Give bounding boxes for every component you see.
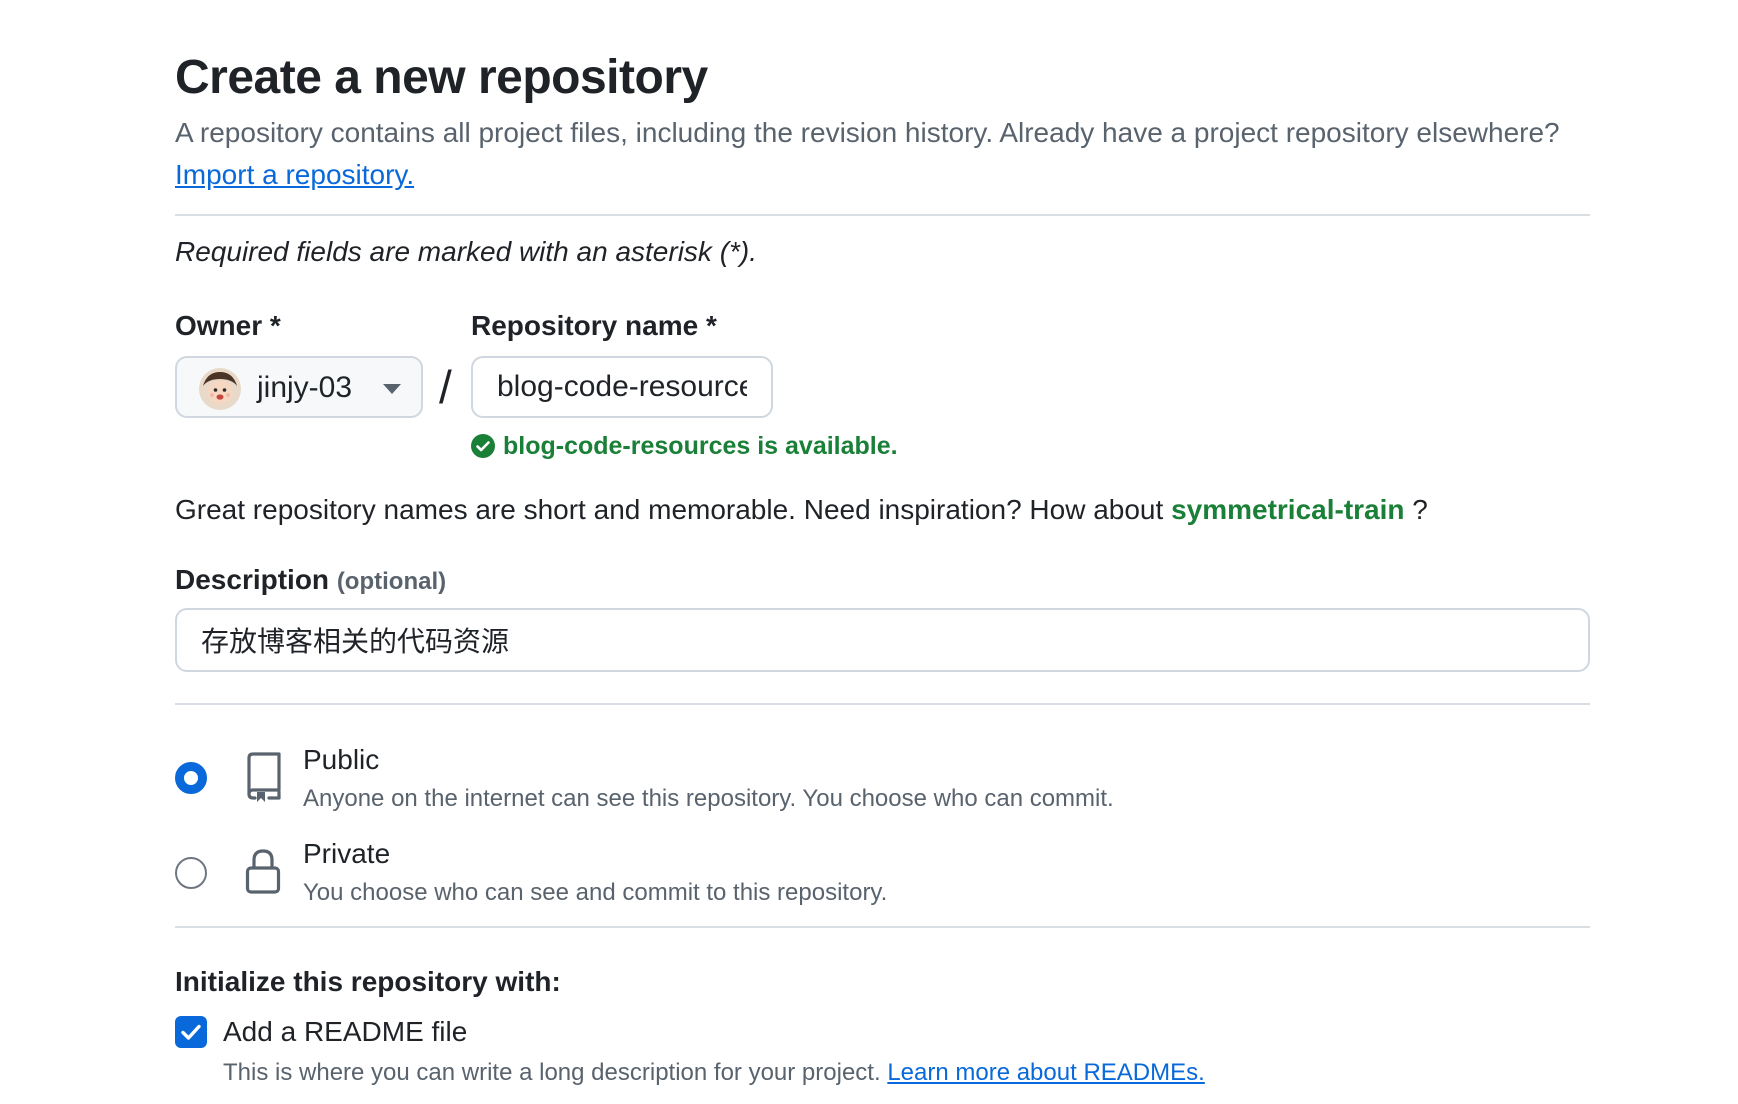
- repository-name-label: Repository name *: [471, 310, 717, 341]
- public-option-desc: Anyone on the internet can see this repo…: [303, 785, 1114, 812]
- page-title: Create a new repository: [175, 51, 708, 104]
- divider: [175, 703, 1590, 705]
- avatar: [199, 368, 241, 410]
- description-label-text: Description: [175, 564, 330, 595]
- repo-icon: [247, 752, 281, 802]
- description-input[interactable]: [175, 608, 1590, 672]
- check-icon: [181, 1024, 201, 1040]
- add-readme-checkbox[interactable]: [175, 1016, 207, 1048]
- learn-more-readmes-link[interactable]: Learn more about READMEs.: [887, 1059, 1205, 1086]
- public-radio[interactable]: [175, 762, 207, 794]
- private-radio[interactable]: [175, 857, 207, 889]
- availability-text: blog-code-resources is available.: [503, 432, 898, 460]
- owner-repo-separator: /: [439, 361, 452, 413]
- readme-desc-text: This is where you can write a long descr…: [223, 1059, 881, 1086]
- caret-down-icon: [383, 384, 401, 394]
- optional-tag: (optional): [336, 568, 447, 595]
- page-subtitle: A repository contains all project files,…: [175, 112, 1590, 196]
- owner-value: jinjy-03: [257, 371, 353, 404]
- description-label: Description (optional): [175, 560, 446, 602]
- divider: [175, 214, 1590, 216]
- readme-description: This is where you can write a long descr…: [223, 1056, 1205, 1090]
- name-suggestion: Great repository names are short and mem…: [175, 490, 1428, 530]
- repository-name-input[interactable]: [471, 356, 773, 418]
- suggestion-text: Great repository names are short and mem…: [175, 494, 1164, 525]
- owner-label: Owner *: [175, 310, 281, 341]
- import-repository-link[interactable]: Import a repository.: [175, 159, 415, 190]
- public-option-title: Public: [303, 744, 380, 775]
- add-readme-label[interactable]: Add a README file: [223, 1016, 468, 1047]
- check-circle-icon: [471, 434, 495, 458]
- initialize-heading: Initialize this repository with:: [175, 966, 561, 997]
- lock-icon: [245, 849, 281, 894]
- private-option-desc: You choose who can see and commit to thi…: [303, 879, 888, 906]
- divider: [175, 926, 1590, 928]
- suggested-name-link[interactable]: symmetrical-train: [1171, 494, 1405, 525]
- owner-dropdown[interactable]: jinjy-03: [175, 356, 423, 418]
- private-option-title: Private: [303, 838, 391, 869]
- suggestion-trail: ?: [1412, 494, 1428, 525]
- subtitle-text: A repository contains all project files,…: [175, 117, 1560, 148]
- required-fields-note: Required fields are marked with an aster…: [175, 236, 758, 267]
